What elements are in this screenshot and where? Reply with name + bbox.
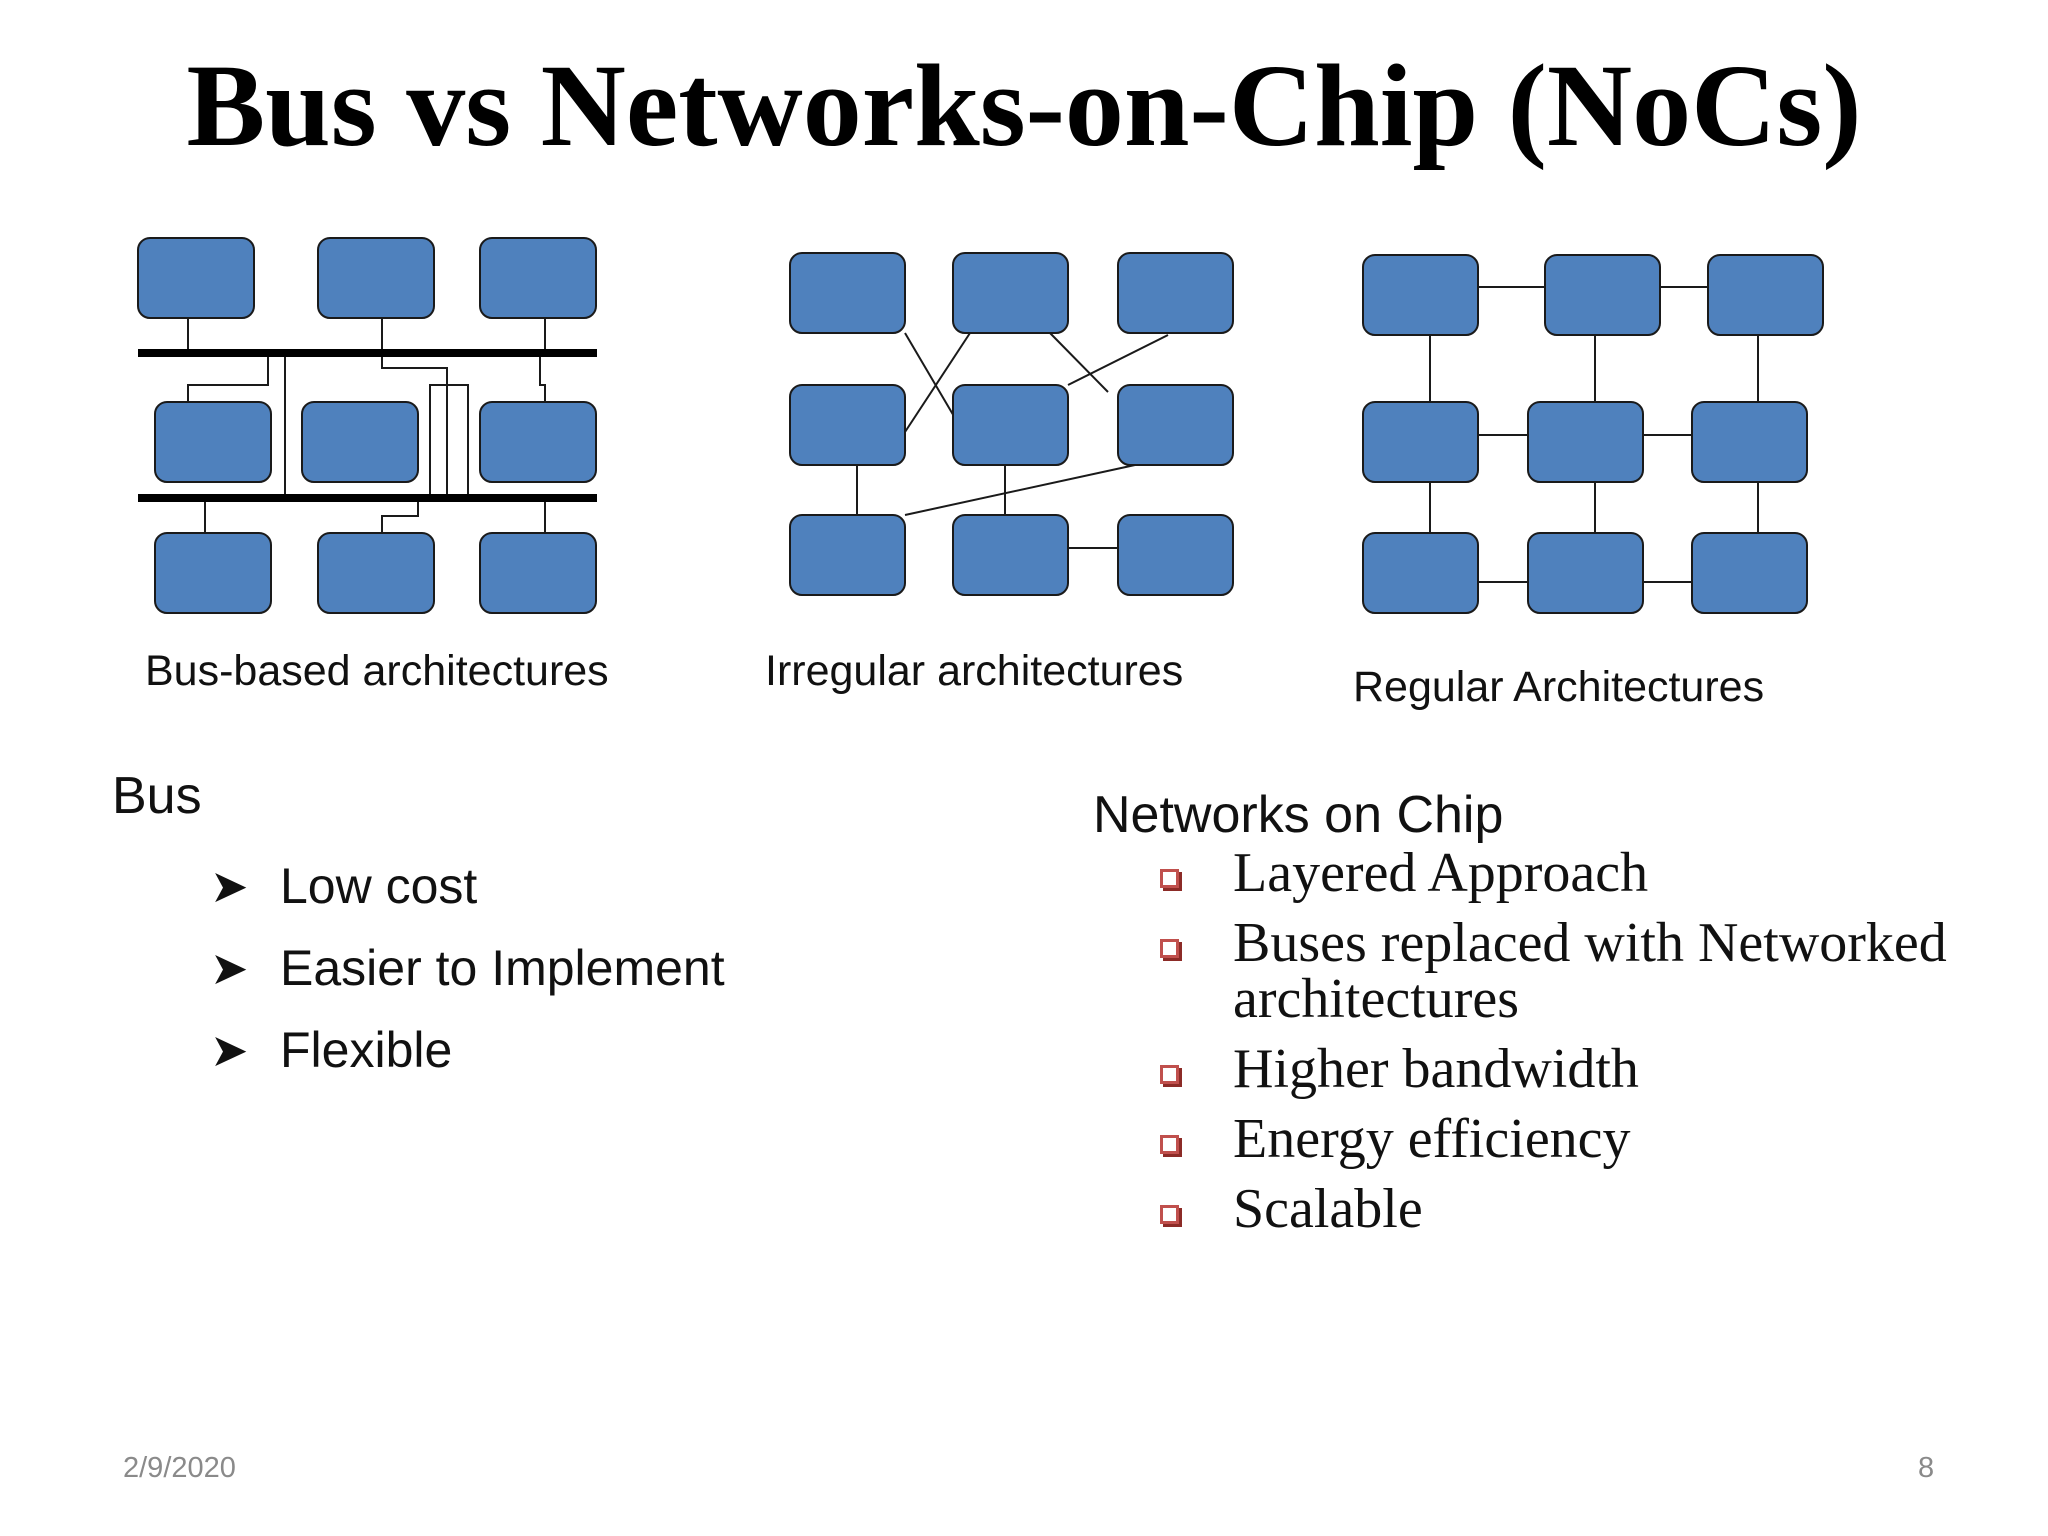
list-item: Buses replaced with Networked architectu… [1160, 915, 2048, 1027]
square-bullet-icon [1160, 1041, 1233, 1097]
list-item-text: Easier to Implement [280, 940, 725, 996]
processing-node [301, 401, 419, 483]
processing-node [1691, 401, 1808, 483]
processing-node [789, 384, 906, 466]
list-item: Layered Approach [1160, 845, 2048, 901]
regular-caption: Regular Architectures [1353, 663, 1765, 711]
list-item: ➤ Easier to Implement [210, 927, 725, 1009]
list-item-text: Layered Approach [1233, 842, 1649, 904]
bus-based-diagram [137, 237, 597, 614]
bus-benefits-list: ➤ Low cost ➤ Easier to Implement ➤ Flexible [210, 845, 725, 1091]
bus-based-caption: Bus-based architectures [145, 647, 609, 695]
bus-heading: Bus [112, 767, 202, 825]
square-bullet-icon [1160, 1181, 1233, 1237]
noc-benefits-list: Layered Approach Buses replaced with Net… [1160, 845, 2048, 1251]
processing-node [952, 252, 1069, 334]
processing-node [952, 384, 1069, 466]
processing-node [1117, 252, 1234, 334]
list-item: ➤ Low cost [210, 845, 725, 927]
arrow-bullet-icon: ➤ [210, 1024, 249, 1076]
list-item: Scalable [1160, 1181, 2048, 1237]
list-item: Higher bandwidth [1160, 1041, 2048, 1097]
regular-mesh-diagram [1362, 254, 1824, 614]
list-item-text: Scalable [1233, 1178, 1423, 1240]
arrow-bullet-icon: ➤ [210, 860, 249, 912]
list-item-text: Energy efficiency [1233, 1108, 1631, 1170]
processing-node [317, 237, 435, 319]
list-item-text: Low cost [280, 858, 478, 914]
processing-node [1691, 532, 1808, 614]
bus-wire [381, 353, 448, 498]
processing-node [479, 532, 597, 614]
processing-node [1117, 514, 1234, 596]
processing-node [479, 401, 597, 483]
arrow-bullet-icon: ➤ [210, 942, 249, 994]
square-bullet-icon [1160, 915, 1233, 1027]
processing-node [1362, 532, 1479, 614]
slide-title: Bus vs Networks-on-Chip (NoCs) [186, 40, 1862, 171]
list-item-text: Flexible [280, 1022, 453, 1078]
list-item: Energy efficiency [1160, 1111, 2048, 1167]
network-link [1049, 332, 1109, 393]
processing-node [1362, 401, 1479, 483]
list-item-text: Higher bandwidth [1233, 1038, 1639, 1100]
list-item: ➤ Flexible [210, 1009, 725, 1091]
footer-date: 2/9/2020 [123, 1452, 236, 1484]
processing-node [1707, 254, 1824, 336]
processing-node [1362, 254, 1479, 336]
network-link [904, 332, 956, 419]
bus-wire [381, 498, 419, 533]
bus-wire [539, 353, 546, 402]
square-bullet-icon [1160, 845, 1233, 901]
processing-node [317, 532, 435, 614]
processing-node [154, 401, 272, 483]
processing-node [1527, 532, 1644, 614]
processing-node [137, 237, 255, 319]
processing-node [789, 514, 906, 596]
processing-node [1117, 384, 1234, 466]
list-item-text: Buses replaced with Networked architectu… [1233, 912, 1947, 1030]
network-link [904, 464, 1136, 516]
processing-node [1544, 254, 1661, 336]
network-link [904, 332, 971, 433]
processing-node [952, 514, 1069, 596]
processing-node [479, 237, 597, 319]
processing-node [154, 532, 272, 614]
network-link [1067, 334, 1169, 386]
processing-node [789, 252, 906, 334]
bus-wire [429, 384, 469, 498]
irregular-caption: Irregular architectures [765, 647, 1184, 695]
page-number: 8 [1918, 1452, 1935, 1484]
square-bullet-icon [1160, 1111, 1233, 1167]
bus-wire [187, 353, 269, 402]
noc-heading: Networks on Chip [1093, 786, 1504, 844]
irregular-diagram [789, 252, 1234, 596]
processing-node [1527, 401, 1644, 483]
